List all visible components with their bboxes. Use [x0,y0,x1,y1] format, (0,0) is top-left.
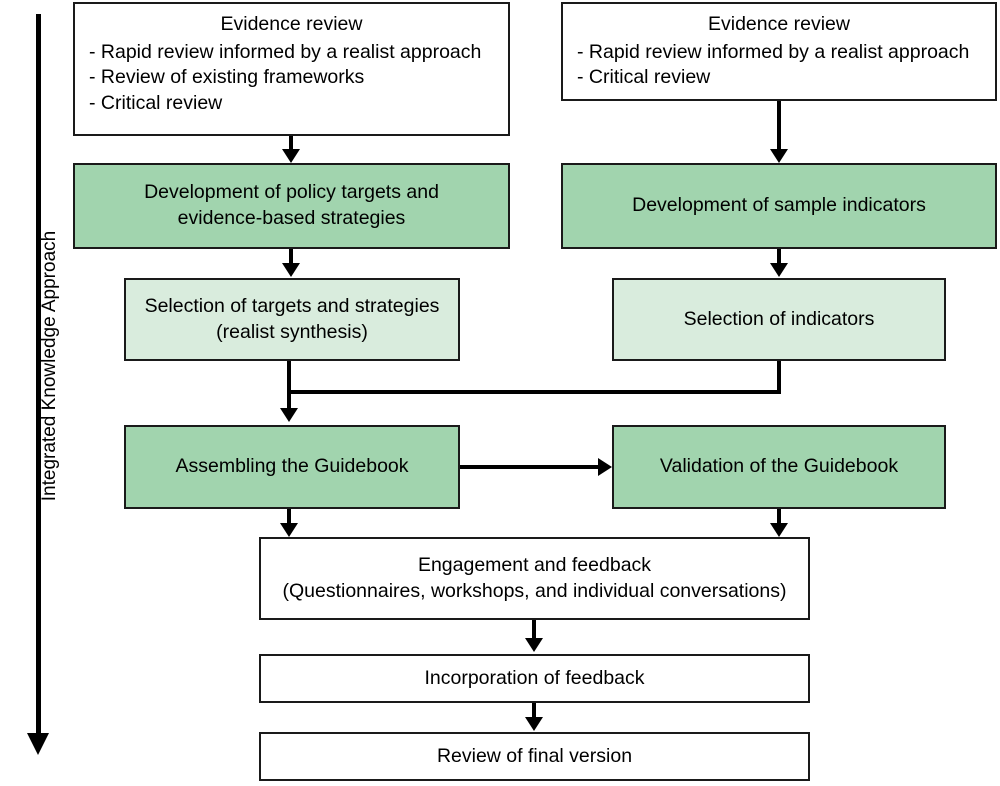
incorporation-feedback-line1: Incorporation of feedback [424,666,645,689]
selection-targets-line2: (realist synthesis) [216,320,368,343]
node-evidence-review-right: Evidence review - Rapid review informed … [561,2,997,101]
review-final-version-line1: Review of final version [436,744,633,767]
evidence-review-left-item-3: - Critical review [89,92,223,115]
development-policy-targets-line1: Development of policy targets and [144,181,439,204]
node-assembling-guidebook: Assembling the Guidebook [124,425,460,509]
arrowhead-validation-to-engagement [770,523,788,537]
node-development-sample-indicators: Development of sample indicators [561,163,997,249]
connector-dev-policy-to-selection-targets [289,249,293,265]
node-development-policy-targets: Development of policy targets and eviden… [73,163,510,249]
arrowhead-dev-policy-to-selection-targets [282,263,300,277]
evidence-review-right-item-2: - Critical review [577,66,711,89]
connector-dev-indicators-to-selection-indicators [777,249,781,265]
selection-indicators-line1: Selection of indicators [683,307,875,330]
engagement-feedback-line1: Engagement and feedback [417,553,652,576]
connector-selection-indicators-down [777,361,781,394]
evidence-review-right-title: Evidence review [708,13,850,35]
connector-incorporation-to-review [532,703,536,719]
connector-engagement-to-incorporation [532,620,536,640]
assembling-guidebook-line1: Assembling the Guidebook [175,455,409,478]
engagement-feedback-line2: (Questionnaires, workshops, and individu… [282,579,787,602]
arrowhead-evidence-left-to-dev-policy [282,149,300,163]
development-sample-indicators-line1: Development of sample indicators [632,194,926,217]
evidence-review-left-item-1: - Rapid review informed by a realist app… [89,40,482,63]
arrowhead-evidence-right-to-dev-indicators [770,149,788,163]
node-evidence-review-left: Evidence review - Rapid review informed … [73,2,510,136]
arrowhead-engagement-to-incorporation [525,638,543,652]
node-selection-indicators: Selection of indicators [612,278,946,361]
arrowhead-incorporation-to-review [525,717,543,731]
integrated-knowledge-arrow-shaft [36,14,41,736]
node-validation-guidebook: Validation of the Guidebook [612,425,946,509]
evidence-review-left-item-2: - Review of existing frameworks [89,66,365,89]
development-policy-targets-line2: evidence-based strategies [177,207,406,229]
connector-assembling-to-engagement [287,509,291,525]
connector-evidence-left-to-dev-policy [289,136,293,152]
connector-selection-targets-to-assembling [287,361,291,411]
node-review-final-version: Review of final version [259,732,810,781]
node-selection-targets-strategies: Selection of targets and strategies (rea… [124,278,460,361]
selection-targets-line1: Selection of targets and strategies [144,294,440,317]
connector-evidence-right-to-dev-indicators [777,101,781,152]
integrated-knowledge-approach-label: Integrated Knowledge Approach [39,230,60,502]
arrowhead-assembling-to-engagement [280,523,298,537]
arrowhead-assembling-to-validation [598,458,612,476]
arrowhead-merge-to-assembling [280,408,298,422]
validation-guidebook-line1: Validation of the Guidebook [659,455,899,478]
connector-assembling-to-validation [460,465,599,469]
arrowhead-dev-indicators-to-selection-indicators [770,263,788,277]
node-engagement-feedback: Engagement and feedback (Questionnaires,… [259,537,810,620]
integrated-knowledge-arrow-head [27,733,49,755]
node-incorporation-feedback: Incorporation of feedback [259,654,810,703]
connector-merge-horizontal [287,390,781,394]
connector-validation-to-engagement [777,509,781,525]
evidence-review-left-title: Evidence review [220,13,363,35]
evidence-review-right-item-1: - Rapid review informed by a realist app… [577,40,970,63]
